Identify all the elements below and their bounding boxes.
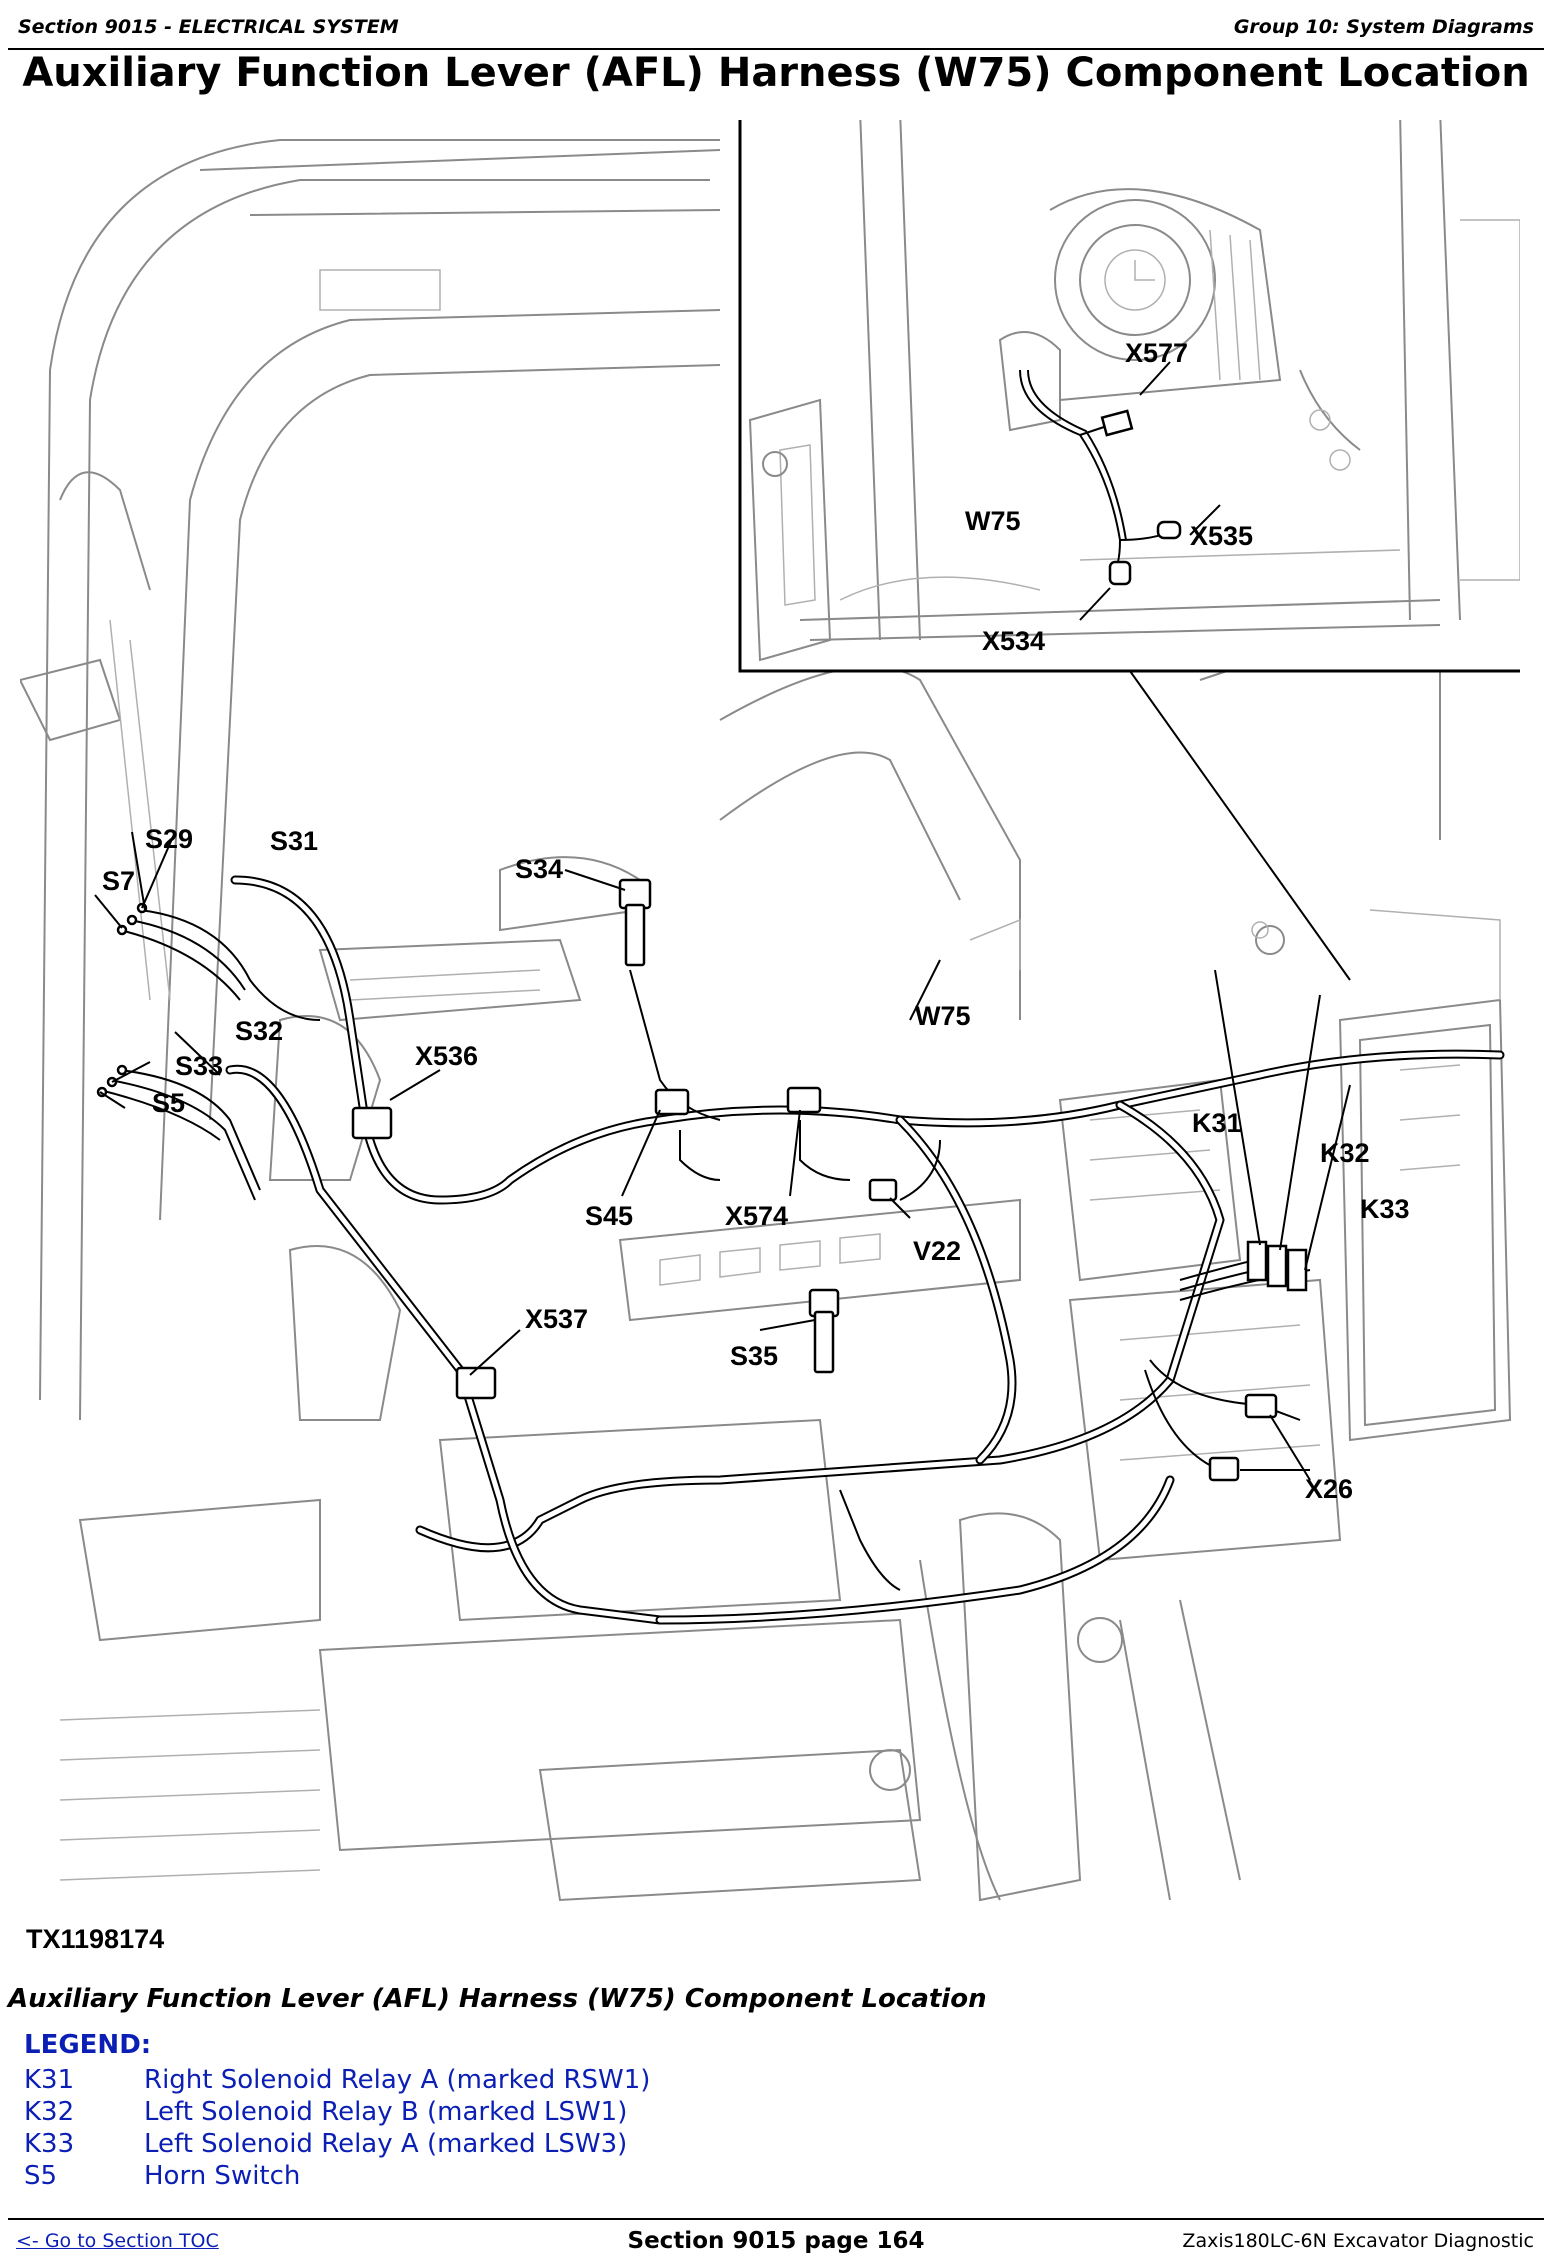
label-v22: V22 (913, 1236, 961, 1266)
figure-caption: Auxiliary Function Lever (AFL) Harness (… (8, 1984, 987, 2014)
page-title: Auxiliary Function Lever (AFL) Harness (… (22, 50, 1530, 96)
label-s34: S34 (515, 854, 563, 884)
legend-desc: Left Solenoid Relay A (marked LSW3) (144, 2129, 628, 2159)
label-s35: S35 (730, 1341, 778, 1371)
legend-title: LEGEND: (24, 2030, 152, 2060)
legend-item: K31 Right Solenoid Relay A (marked RSW1) (24, 2064, 650, 2096)
label-x574: X574 (725, 1201, 788, 1231)
label-s7: S7 (102, 866, 135, 896)
label-w75: W75 (915, 1001, 971, 1031)
label-s5: S5 (152, 1088, 185, 1118)
label-s32: S32 (235, 1016, 283, 1046)
figure-id: TX1198174 (26, 1924, 165, 1954)
label-k31: K31 (1192, 1108, 1242, 1138)
inset-detail-box (738, 92, 1532, 673)
x536-connector (351, 1106, 393, 1140)
label-s45: S45 (585, 1201, 633, 1231)
legend: LEGEND: K31 Right Solenoid Relay A (mark… (24, 2030, 650, 2192)
legend-code: S5 (24, 2161, 58, 2191)
callout-leaders (94, 831, 1351, 1481)
label-k33: K33 (1360, 1194, 1410, 1224)
page-footer: <- Go to Section TOC Section 9015 page 1… (8, 2218, 1544, 2264)
label-x536: X536 (415, 1041, 478, 1071)
section-title: Section 9015 - ELECTRICAL SYSTEM (18, 16, 399, 38)
legend-item: K32 Left Solenoid Relay B (marked LSW1) (24, 2096, 650, 2128)
page-number: Section 9015 page 164 (627, 2228, 925, 2254)
component-location-figure: X577 W75 X535 X534 S29 S31 S7 S34 S32 S3… (18, 92, 1532, 1940)
legend-desc: Horn Switch (144, 2161, 301, 2191)
label-s33: S33 (175, 1051, 223, 1081)
x537-connector (455, 1366, 497, 1400)
legend-desc: Right Solenoid Relay A (marked RSW1) (144, 2065, 651, 2095)
group-title: Group 10: System Diagrams (1233, 16, 1534, 38)
legend-code: K33 (24, 2129, 75, 2159)
legend-item: K33 Left Solenoid Relay A (marked LSW3) (24, 2128, 650, 2160)
legend-desc: Left Solenoid Relay B (marked LSW1) (144, 2097, 628, 2127)
section-toc-link[interactable]: <- Go to Section TOC (16, 2230, 219, 2252)
label-x535-inset: X535 (1190, 521, 1253, 551)
legend-code: K32 (24, 2097, 75, 2127)
label-s29: S29 (145, 824, 193, 854)
label-s31: S31 (270, 826, 318, 856)
legend-code: K31 (24, 2065, 75, 2095)
label-x537: X537 (525, 1304, 588, 1334)
label-k32: K32 (1320, 1138, 1370, 1168)
label-x577-inset: X577 (1125, 338, 1188, 368)
document-title: Zaxis180LC-6N Excavator Diagnostic (1182, 2230, 1534, 2252)
legend-item: S5 Horn Switch (24, 2160, 650, 2192)
page-header: Section 9015 - ELECTRICAL SYSTEM Group 1… (8, 12, 1544, 50)
label-w75-inset: W75 (965, 506, 1021, 536)
label-x26: X26 (1305, 1474, 1353, 1504)
w75-harness (96, 875, 1505, 1625)
label-x534-inset: X534 (982, 626, 1045, 656)
